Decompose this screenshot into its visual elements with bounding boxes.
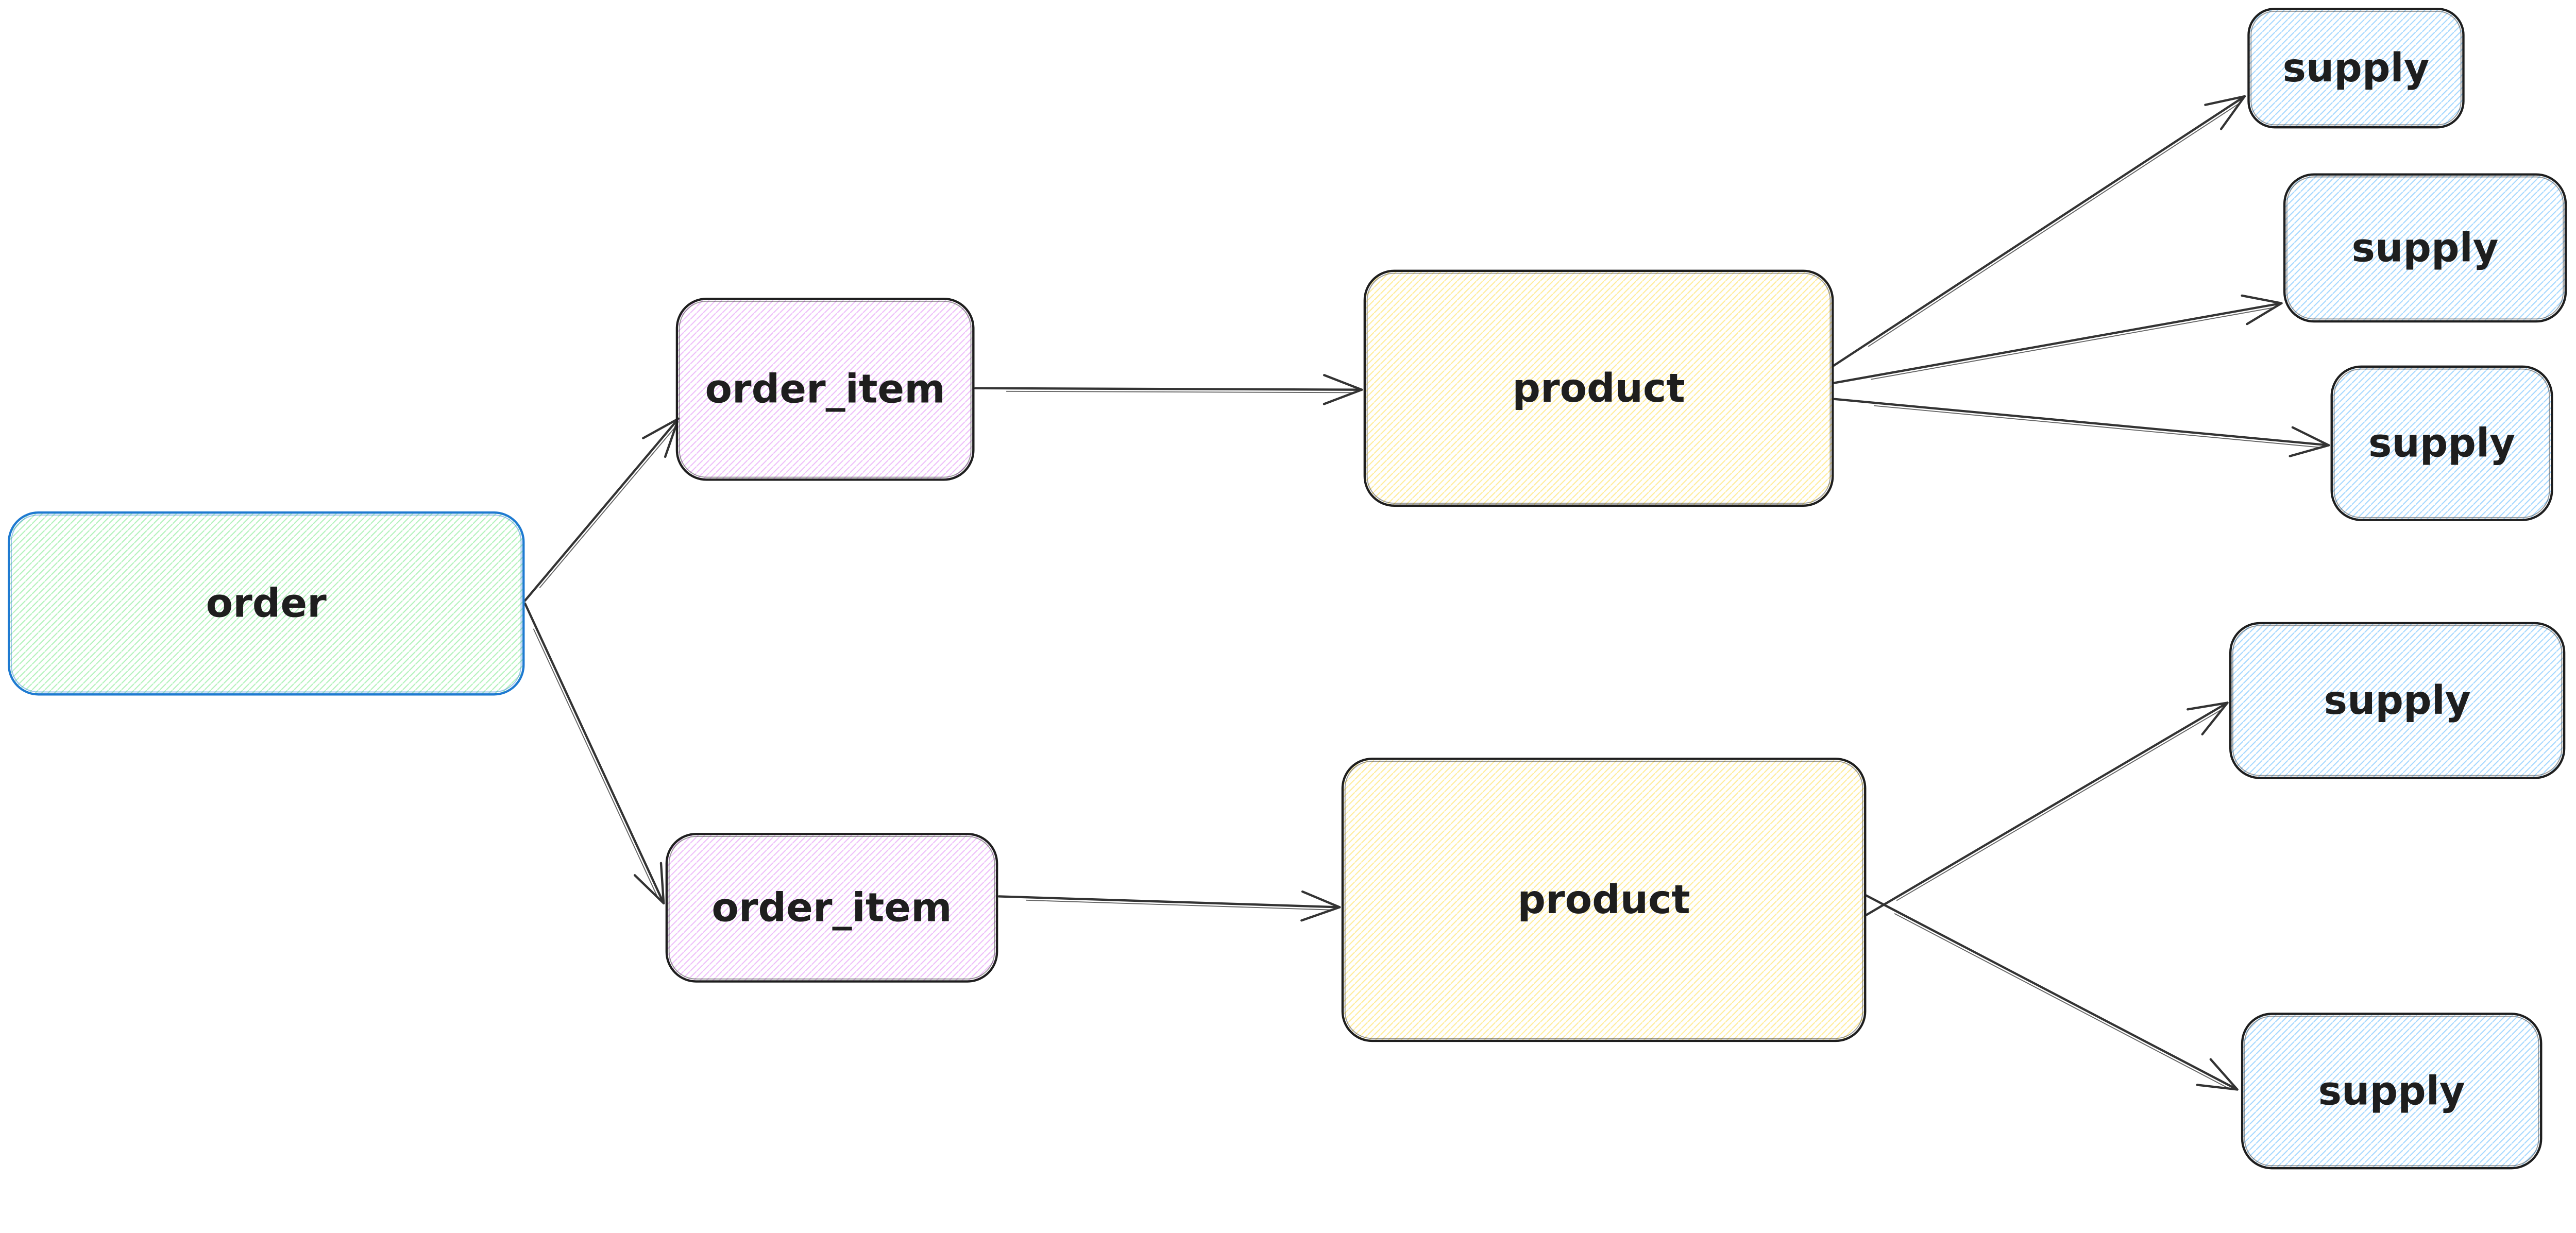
edge-line: [1865, 701, 2229, 916]
node-order_item_2[interactable]: order_item: [665, 833, 998, 983]
edge-line: [1833, 398, 2330, 447]
arrowhead-icon: [2196, 1084, 2239, 1091]
edges-layer: [523, 95, 2330, 1091]
node-box: [1363, 269, 1834, 507]
arrowhead-icon: [2187, 701, 2229, 711]
node-box: [2241, 1013, 2543, 1170]
edge-overdraw-line: [533, 628, 659, 899]
arrowhead-icon: [2204, 95, 2246, 106]
arrowhead-icon: [642, 417, 680, 439]
edge-order_item_1-to-product_1[interactable]: [974, 374, 1363, 405]
edge-line: [974, 387, 1363, 391]
node-box-overdraw: [2232, 625, 2563, 776]
arrowhead-icon: [2219, 95, 2246, 130]
node-order[interactable]: order: [7, 511, 525, 696]
edge-overdraw-line: [1868, 102, 2241, 347]
edge-line: [1833, 302, 2283, 384]
edge-product_1-to-supply_3[interactable]: [1833, 398, 2330, 457]
edge-line: [523, 417, 680, 602]
node-box-overdraw: [11, 515, 522, 693]
arrowhead-icon: [2201, 701, 2229, 735]
edge-overdraw-line: [1874, 405, 2322, 448]
arrowhead-icon: [659, 862, 665, 905]
edge-order-to-order_item_1[interactable]: [523, 417, 680, 602]
edge-product_1-to-supply_2[interactable]: [1833, 294, 2283, 384]
node-box: [665, 833, 998, 983]
node-supply_2[interactable]: supply: [2283, 173, 2567, 323]
node-product_1[interactable]: product: [1363, 269, 1834, 507]
arrowhead-icon: [2209, 1058, 2239, 1091]
arrowhead-icon: [2241, 294, 2283, 304]
node-box-overdraw: [668, 836, 995, 980]
edge-line: [1832, 95, 2246, 367]
node-box-overdraw: [2250, 10, 2462, 126]
node-box: [2283, 173, 2567, 323]
edge-overdraw-line: [1026, 899, 1333, 911]
arrowhead-icon: [1323, 388, 1363, 405]
edge-overdraw-line: [1896, 708, 2224, 901]
arrowhead-icon: [2289, 444, 2330, 457]
node-supply_5[interactable]: supply: [2241, 1013, 2543, 1170]
node-box-overdraw: [1366, 272, 1831, 504]
arrowhead-icon: [2291, 426, 2330, 447]
edge-order-to-order_item_2[interactable]: [523, 602, 665, 905]
edge-order_item_2-to-product_2[interactable]: [997, 890, 1341, 922]
edge-product_2-to-supply_5[interactable]: [1865, 894, 2239, 1091]
node-box: [675, 297, 975, 481]
edge-product_1-to-supply_1[interactable]: [1832, 95, 2246, 367]
edge-line: [997, 895, 1341, 909]
arrowhead-icon: [1300, 906, 1341, 922]
arrowhead-icon: [1323, 374, 1363, 391]
node-supply_4[interactable]: supply: [2229, 622, 2566, 779]
diagram-canvas[interactable]: orderorder_itemorder_itemproductproducts…: [0, 0, 2576, 1177]
edge-overdraw-line: [1894, 913, 2230, 1090]
node-box-overdraw: [2244, 1016, 2539, 1167]
nodes-layer: orderorder_itemorder_itemproductproducts…: [7, 7, 2567, 1170]
edge-overdraw-line: [1006, 390, 1355, 393]
node-supply_3[interactable]: supply: [2330, 365, 2553, 521]
node-box-overdraw: [2286, 176, 2564, 320]
node-product_2[interactable]: product: [1341, 758, 1867, 1042]
node-supply_1[interactable]: supply: [2247, 7, 2465, 129]
edge-line: [523, 602, 665, 905]
node-box: [1341, 758, 1867, 1042]
node-box-overdraw: [2333, 368, 2550, 518]
edge-product_2-to-supply_4[interactable]: [1865, 701, 2229, 916]
arrowhead-icon: [2246, 302, 2283, 326]
node-box-overdraw: [1344, 761, 1863, 1039]
node-box-overdraw: [679, 300, 972, 478]
edge-overdraw-line: [1871, 306, 2276, 380]
arrowhead-icon: [1301, 890, 1341, 909]
node-box: [2229, 622, 2566, 779]
node-box: [2247, 7, 2465, 129]
edge-overdraw-line: [539, 425, 677, 589]
arrowhead-icon: [633, 874, 665, 905]
node-box: [2330, 365, 2553, 521]
edge-line: [1865, 894, 2239, 1091]
node-box: [7, 511, 525, 696]
node-order_item_1[interactable]: order_item: [675, 297, 975, 481]
